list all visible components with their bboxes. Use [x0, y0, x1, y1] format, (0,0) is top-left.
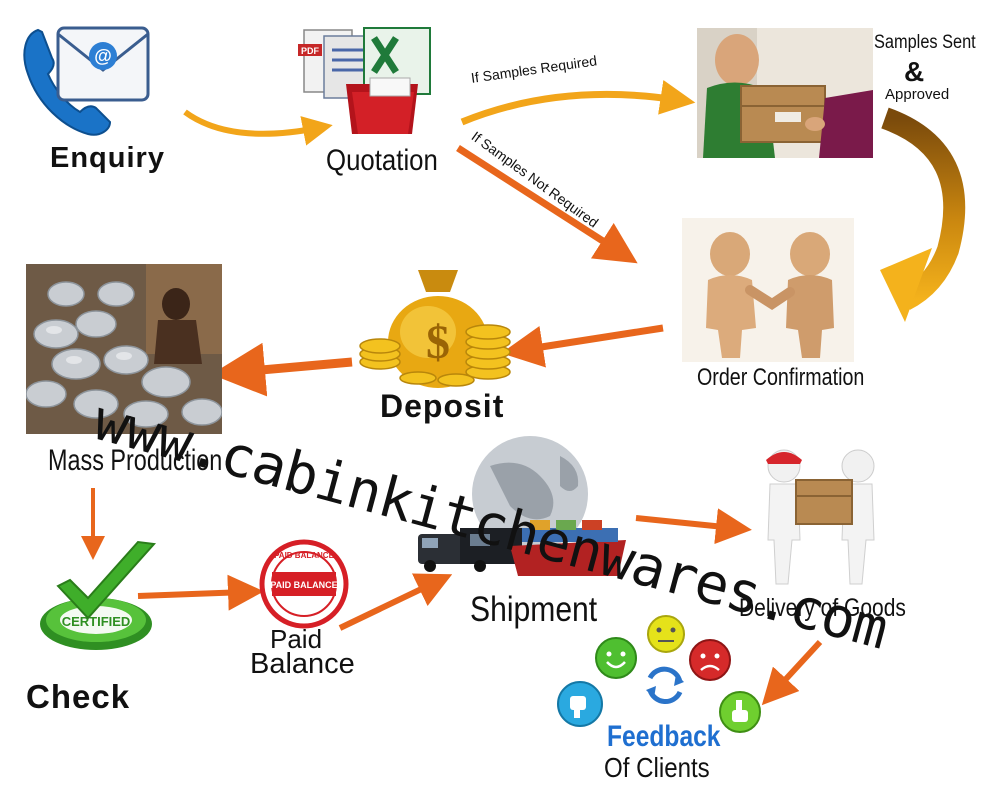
arrow-samples-not-required	[456, 145, 638, 264]
delivery-figures-icon	[766, 449, 875, 585]
step-deposit-label: Deposit	[380, 388, 505, 424]
step-delivery-label: Delivery of Goods	[739, 594, 906, 622]
certified-check-icon: CERTIFIED	[40, 540, 157, 650]
shipment-globe-icon	[418, 436, 626, 576]
arrow-approved-order	[881, 107, 966, 310]
step-samples-ampersand: &	[904, 56, 925, 87]
thumbs-down-icon	[557, 681, 603, 727]
step-shipment-label: Shipment	[470, 590, 598, 629]
step-paid-label-2: Balance	[250, 648, 355, 680]
certified-text: CERTIFIED	[62, 614, 131, 629]
sad-red-icon	[689, 639, 731, 681]
arrow-samples-required	[460, 80, 696, 126]
smiley-yellow-icon	[647, 615, 685, 653]
arrow-deposit-production	[211, 342, 353, 397]
step-enquiry-label: Enquiry	[50, 142, 165, 174]
arrow-check-paid	[137, 574, 264, 611]
arrow-approved-order-head	[880, 248, 932, 322]
arrow-shipment-delivery	[635, 508, 752, 545]
stamp-center-text: PAID BALANCE	[270, 580, 337, 590]
money-bag-icon: $	[359, 270, 511, 388]
smiley-green-icon	[595, 637, 637, 679]
stamp-ring-text: PAID BALANCE	[274, 551, 335, 560]
step-mass-production-label: Mass Production	[48, 444, 223, 477]
step-samples-sent-label: Samples Sent	[874, 32, 976, 53]
paid-balance-stamp-icon: PAID BALANCE PAID BALANCE	[259, 539, 349, 629]
dollar-sign: $	[426, 316, 450, 369]
samples-delivery-photo	[697, 28, 873, 158]
arrow-paid-shipment	[338, 573, 453, 631]
feedback-icons	[557, 615, 761, 733]
mail-at-symbol: @	[94, 46, 112, 66]
feedback-title-label: Feedback	[607, 720, 721, 753]
step-quotation-label: Quotation	[326, 144, 438, 177]
arrow-enquiry-quotation	[183, 109, 333, 146]
feedback-clients-label: Of Clients	[604, 752, 710, 783]
thumbs-up-icon	[719, 691, 761, 733]
step-check-label: Check	[26, 678, 131, 715]
step-order-confirmation-label: Order Confirmation	[697, 364, 865, 391]
quotation-icon: PDF	[298, 27, 431, 134]
step-approved-label: Approved	[885, 86, 950, 103]
arrow-delivery-feedback	[761, 639, 823, 706]
arrow-order-deposit	[501, 324, 664, 368]
enquiry-icon: @	[23, 26, 150, 136]
mass-production-photo	[26, 264, 222, 434]
handshake-figures-icon	[682, 218, 854, 362]
step-paid-label-1: Paid	[270, 624, 323, 654]
pdf-badge: PDF	[301, 46, 320, 56]
refresh-cycle-icon	[646, 666, 684, 704]
